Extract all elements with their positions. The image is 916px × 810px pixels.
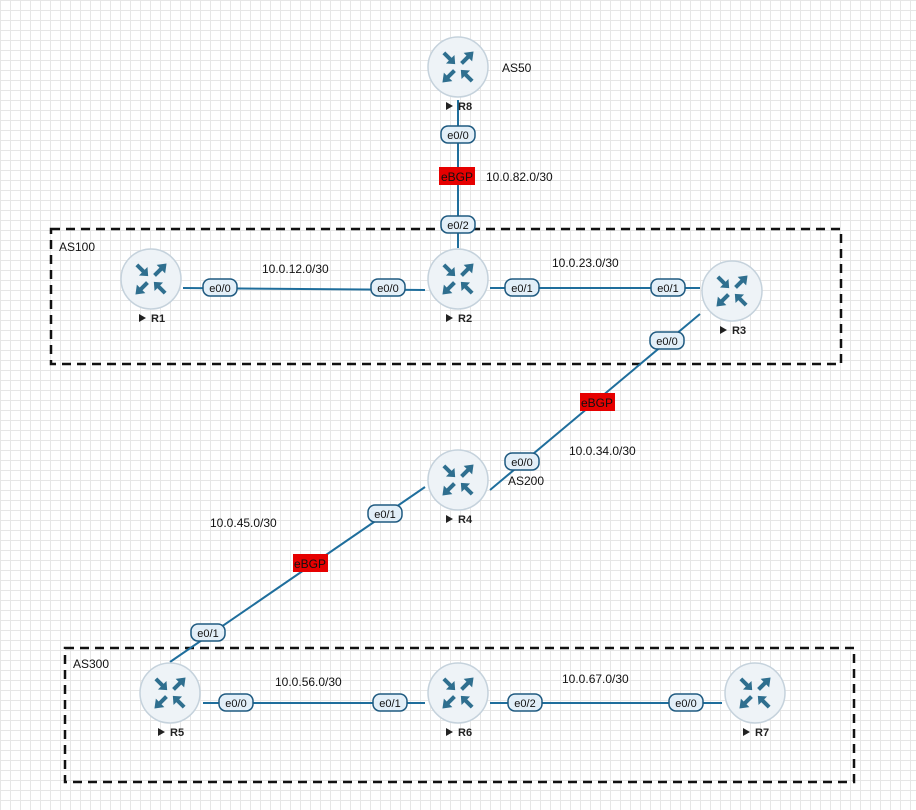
router-r1[interactable]: R1: [119, 247, 183, 325]
as-label-as200: AS200: [508, 474, 544, 488]
svg-text:e0/1: e0/1: [379, 698, 400, 710]
router-r2[interactable]: R2: [426, 247, 490, 325]
svg-text:e0/0: e0/0: [377, 283, 398, 295]
svg-text:e0/1: e0/1: [657, 283, 678, 295]
iface-badge-r5-e0-1[interactable]: e0/1: [190, 623, 226, 642]
interface-badges: e0/0 e0/2 e0/0 e0/0 e0/1 e0/1 e0/0 e0/0: [190, 125, 704, 712]
router-label-r7: R7: [755, 727, 769, 739]
router-icon: [119, 247, 183, 311]
router-r4[interactable]: R4: [426, 448, 490, 526]
iface-badge-r4-e0-0[interactable]: e0/0: [504, 452, 540, 471]
router-label-r6: R6: [458, 727, 472, 739]
router-icon: [723, 661, 787, 725]
svg-text:e0/0: e0/0: [209, 283, 230, 295]
network-labels: 10.0.82.0/30 10.0.12.0/30 10.0.23.0/30 1…: [210, 170, 636, 689]
iface-badge-r5-e0-0[interactable]: e0/0: [218, 693, 254, 712]
svg-text:e0/1: e0/1: [197, 628, 218, 640]
network-label-l23: 10.0.23.0/30: [552, 256, 619, 270]
ebgp-tag-l45: eBGP: [293, 554, 328, 572]
router-icon: [700, 259, 764, 323]
router-r7[interactable]: R7: [723, 661, 787, 739]
iface-badge-r8-e0-0[interactable]: e0/0: [440, 125, 476, 144]
svg-text:e0/2: e0/2: [514, 698, 535, 710]
router-label-r4: R4: [458, 514, 473, 526]
network-label-l34: 10.0.34.0/30: [569, 444, 636, 458]
router-label-r1: R1: [151, 313, 165, 325]
network-label-l67: 10.0.67.0/30: [562, 672, 629, 686]
router-r3[interactable]: R3: [700, 259, 764, 337]
svg-text:e0/1: e0/1: [511, 283, 532, 295]
iface-badge-r3-e0-1[interactable]: e0/1: [650, 278, 686, 297]
svg-text:eBGP: eBGP: [294, 557, 326, 571]
svg-text:e0/0: e0/0: [675, 698, 696, 710]
router-label-r5: R5: [170, 727, 184, 739]
router-r6[interactable]: R6: [426, 661, 490, 739]
router-icon: [138, 661, 202, 725]
iface-badge-r2-e0-1[interactable]: e0/1: [504, 278, 540, 297]
router-label-r2: R2: [458, 313, 472, 325]
router-label-r3: R3: [732, 325, 746, 337]
iface-badge-r6-e0-1[interactable]: e0/1: [372, 693, 408, 712]
ebgp-tags: eBGP eBGP eBGP: [293, 167, 615, 572]
router-icon: [426, 35, 490, 99]
router-icon: [426, 661, 490, 725]
network-label-l12: 10.0.12.0/30: [262, 262, 329, 276]
links-layer: [169, 100, 722, 704]
router-label-r8: R8: [458, 101, 472, 113]
router-r5[interactable]: R5: [138, 661, 202, 739]
svg-text:e0/0: e0/0: [656, 336, 677, 348]
iface-badge-r6-e0-2[interactable]: e0/2: [507, 693, 543, 712]
svg-text:e0/1: e0/1: [374, 509, 395, 521]
iface-badge-r4-e0-1[interactable]: e0/1: [367, 504, 403, 523]
svg-text:e0/0: e0/0: [447, 130, 468, 142]
router-icon: [426, 247, 490, 311]
svg-text:eBGP: eBGP: [581, 396, 613, 410]
as-label-as300: AS300: [73, 657, 109, 671]
iface-badge-r2-e0-2[interactable]: e0/2: [440, 215, 476, 234]
svg-text:e0/0: e0/0: [511, 457, 532, 469]
ebgp-tag-l82: eBGP: [439, 167, 475, 185]
iface-badge-r3-e0-0[interactable]: e0/0: [649, 331, 685, 350]
svg-text:e0/2: e0/2: [447, 220, 468, 232]
router-icon: [426, 448, 490, 512]
routers-layer: R8 R1 R2 R3 R4 R5 R6: [119, 35, 787, 739]
router-r8[interactable]: R8: [426, 35, 490, 113]
as-label-as100: AS100: [59, 240, 95, 254]
network-label-l45: 10.0.45.0/30: [210, 516, 277, 530]
svg-text:eBGP: eBGP: [441, 170, 473, 184]
svg-text:e0/0: e0/0: [225, 698, 246, 710]
network-label-l56: 10.0.56.0/30: [275, 675, 342, 689]
iface-badge-r2-e0-0[interactable]: e0/0: [370, 278, 406, 297]
iface-badge-r1-e0-0[interactable]: e0/0: [202, 278, 238, 297]
iface-badge-r7-e0-0[interactable]: e0/0: [668, 693, 704, 712]
network-label-l82: 10.0.82.0/30: [486, 170, 553, 184]
as-label-as50: AS50: [502, 61, 532, 75]
ebgp-tag-l34: eBGP: [580, 393, 615, 411]
as-box-as300: AS300: [63, 646, 856, 784]
